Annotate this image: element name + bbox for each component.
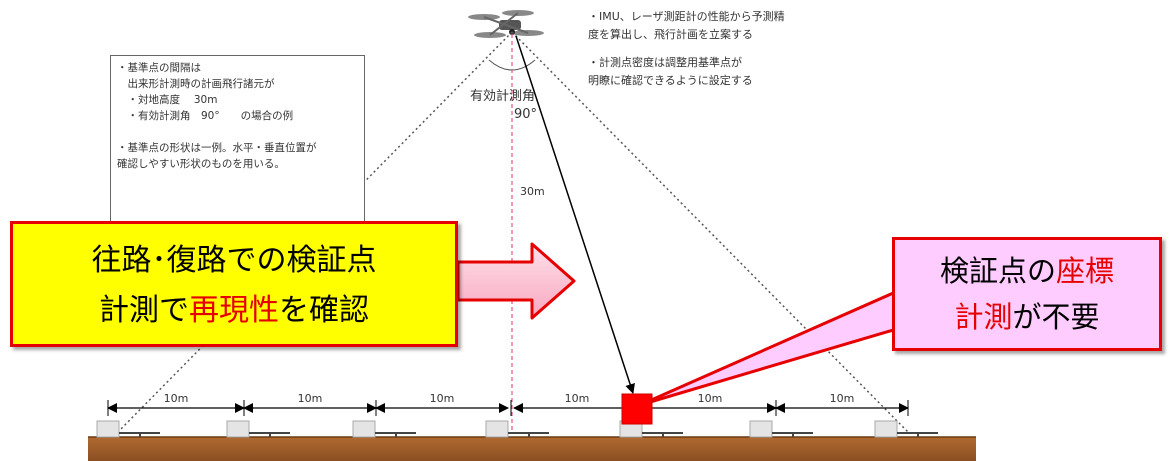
note-line: ・基準点の形状は一例。水平・垂直位置が [117,142,317,154]
interval-label-4: 10m [565,392,590,405]
interval-label-6: 10m [830,392,855,405]
note-line: ・計測点密度は調整用基準点が [588,56,742,69]
angle-value: 90° [514,107,537,122]
reference-point-marker [874,420,938,438]
note-line: 度を算出し、飛行計画を立案する [588,28,753,41]
callout-line-1: 往路･復路での検証点 [91,243,377,278]
note-line: ・基準点の間隔は [117,62,201,74]
angle-label: 有効計測角 [470,88,535,104]
note-line: ・IMU、レーザ測距計の性能から予測精 [588,10,785,23]
callout-highlight: 座標 [1056,254,1115,288]
callout-highlight: 計測 [954,300,1013,334]
note-line: 出来形計測時の計画飛行諸元が [117,78,275,90]
interval-label-1: 10m [164,392,189,405]
reference-point-marker [226,420,290,438]
cone-right-edge [511,31,909,433]
callout-text: を確認 [279,293,369,328]
callout-line-2: 計測で再現性を確認 [13,286,455,336]
note-line: ・対地高度 30m [117,94,218,106]
reproducibility-callout: 往路･復路での検証点 計測で再現性を確認 [10,221,458,347]
callout-text: が不要 [1012,300,1100,334]
callout-highlight: 再現性 [189,293,279,328]
interval-label-2: 10m [298,392,323,405]
altitude-value: 30m [520,185,545,198]
note-line [117,124,358,140]
interval-dimensions [107,400,909,416]
ground [88,437,976,461]
reference-points [96,420,938,438]
drone-icon [468,10,544,38]
note-line [588,44,888,54]
reference-point-marker [749,420,813,438]
pink-callout-pointer [638,288,902,407]
callout-text: 検証点の [939,254,1056,288]
callout-line-2: 計測が不要 [895,294,1159,340]
coordinate-callout: 検証点の座標 計測が不要 [892,237,1162,351]
callout-line-1: 検証点の座標 [895,248,1159,294]
reference-point-marker [485,420,549,438]
big-right-arrow [456,242,576,320]
interval-label-5: 10m [698,392,723,405]
measurement-arrow [515,35,635,394]
note-line: 確認しやすい形状のものを用いる。 [117,158,285,170]
reference-point-marker [352,420,416,438]
note-line: ・有効計測角 90° の場合の例 [117,110,294,122]
verification-point-marker [621,393,653,425]
reference-point-marker [96,420,160,438]
reference-point-notes: ・基準点の間隔は 出来形計測時の計画飛行諸元が ・対地高度 30m ・有効計測角… [110,55,365,235]
interval-label-3: 10m [430,392,455,405]
callout-text: 計測で [99,293,189,328]
flight-plan-notes: ・IMU、レーザ測距計の性能から予測精 度を算出し、飛行計画を立案する ・計測点… [588,8,888,90]
note-line: 明瞭に確認できるように設定する [588,74,753,87]
reference-point-marker [619,420,683,438]
